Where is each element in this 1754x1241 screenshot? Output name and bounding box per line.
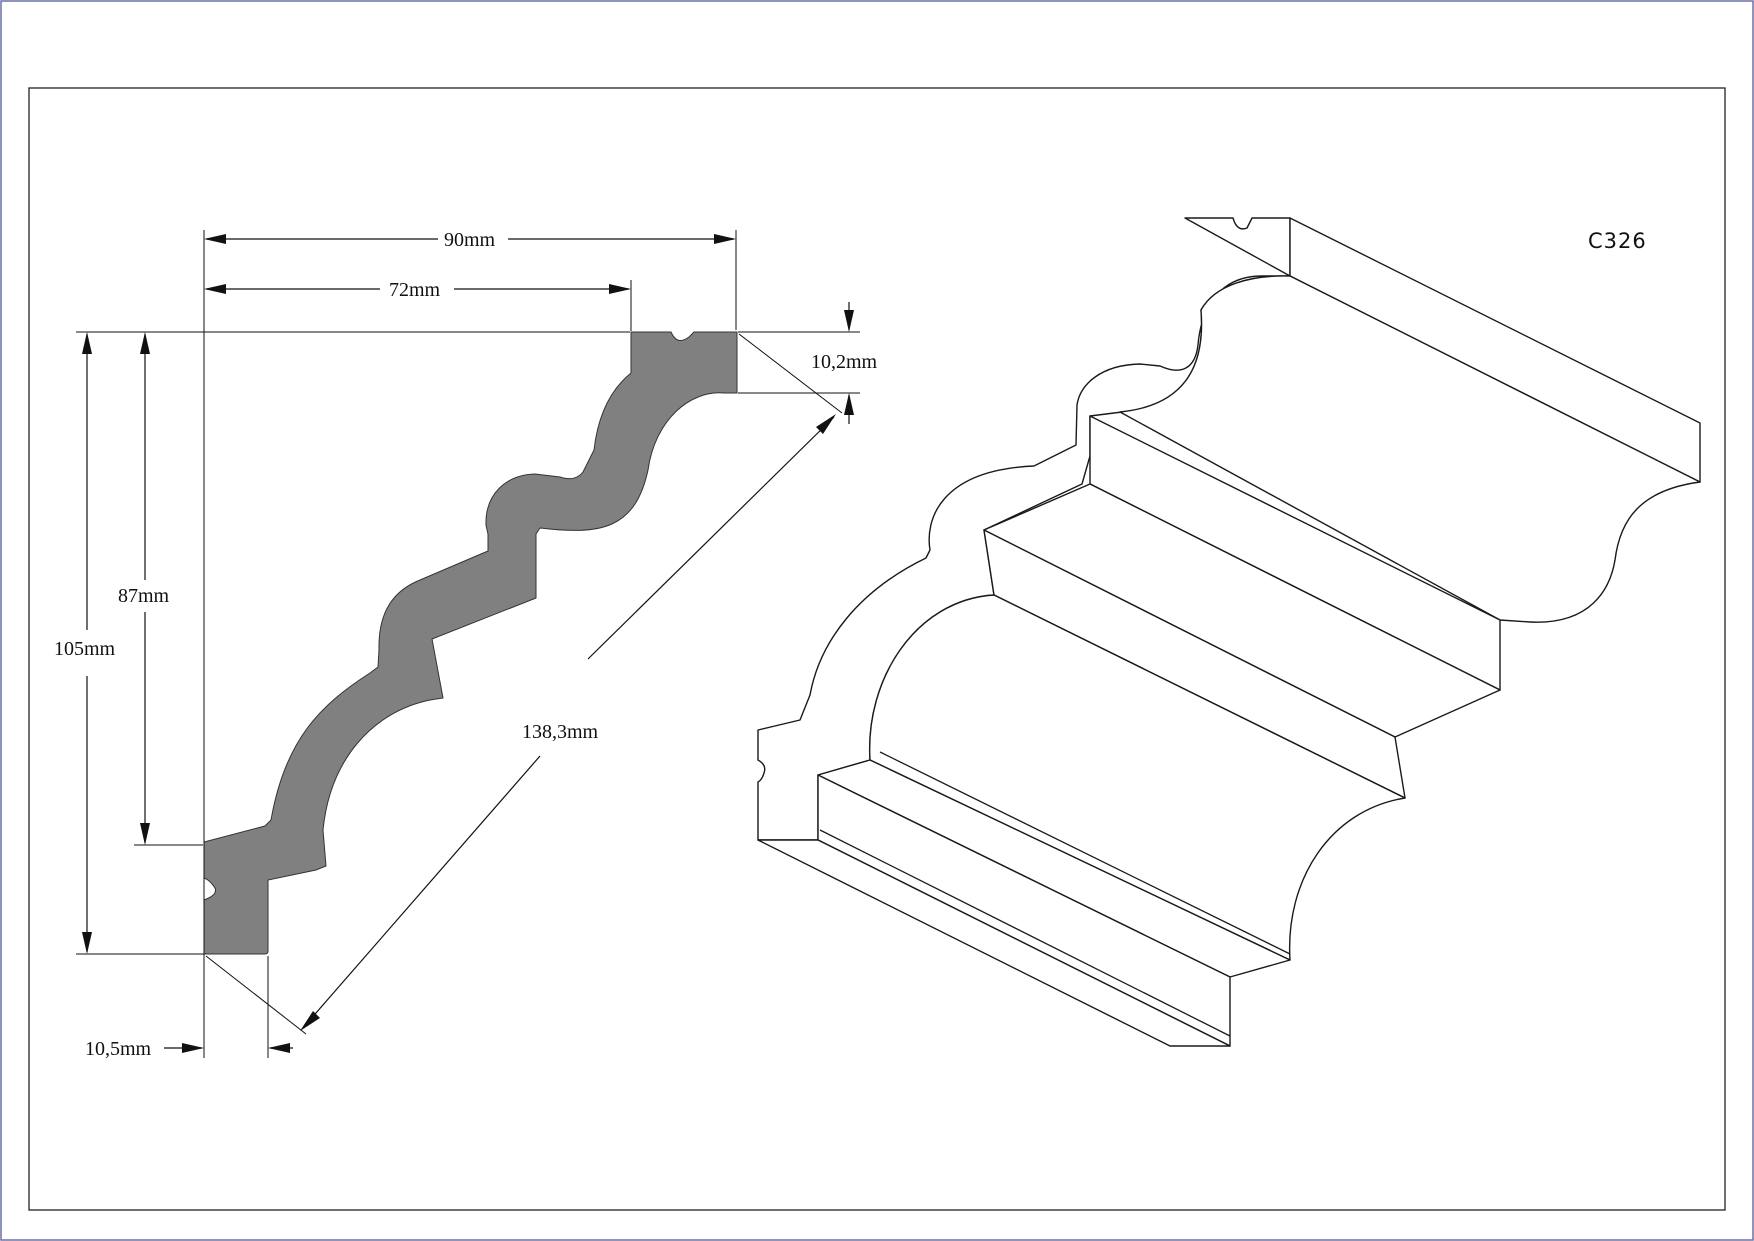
dimension-annotations: 90mm 72mm 105mm 87mm 10,2mm 10,5mm xyxy=(54,229,878,1060)
cross-section-view xyxy=(203,331,738,955)
isometric-view xyxy=(757,217,1701,1047)
dim-overall-width: 90mm xyxy=(444,229,496,251)
drawing-frame xyxy=(28,87,1726,1211)
product-code-label: C326 xyxy=(1588,229,1647,253)
dim-top-width: 72mm xyxy=(389,279,441,301)
dim-inner-height: 87mm xyxy=(118,585,170,607)
dim-overall-height: 105mm xyxy=(54,638,116,660)
dim-diagonal: 138,3mm xyxy=(522,721,599,743)
moulding-profile xyxy=(203,331,738,955)
dim-bottom-thickness: 10,5mm xyxy=(85,1038,152,1060)
dim-top-thickness: 10,2mm xyxy=(811,351,878,373)
